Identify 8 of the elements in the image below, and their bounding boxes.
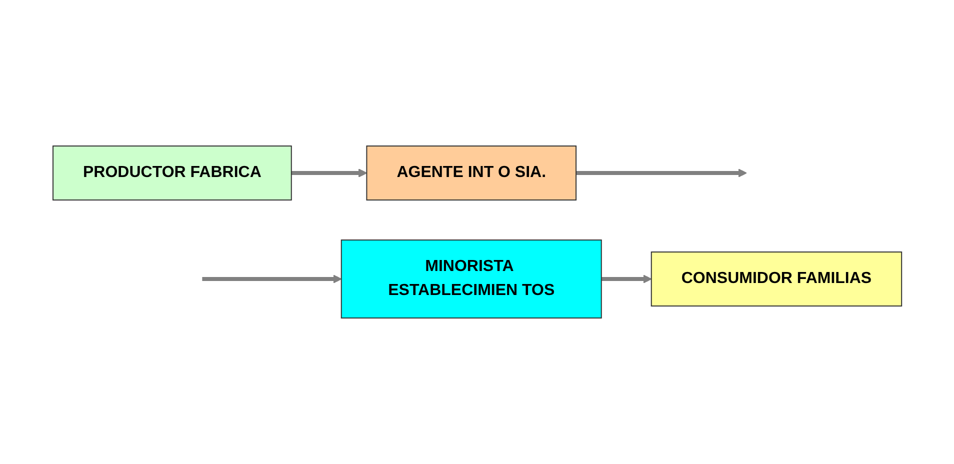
- node-box: MINORISTA ESTABLECIMIEN TOS: [340, 240, 602, 318]
- arrow: [576, 168, 747, 178]
- arrow: [202, 274, 342, 284]
- arrow: [291, 168, 367, 178]
- node-box: CONSUMIDOR FAMILIAS: [650, 252, 902, 306]
- arrow: [601, 274, 652, 284]
- node-box: PRODUCTOR FABRICA: [52, 146, 292, 200]
- node-box: AGENTE INT O SIA.: [366, 146, 576, 200]
